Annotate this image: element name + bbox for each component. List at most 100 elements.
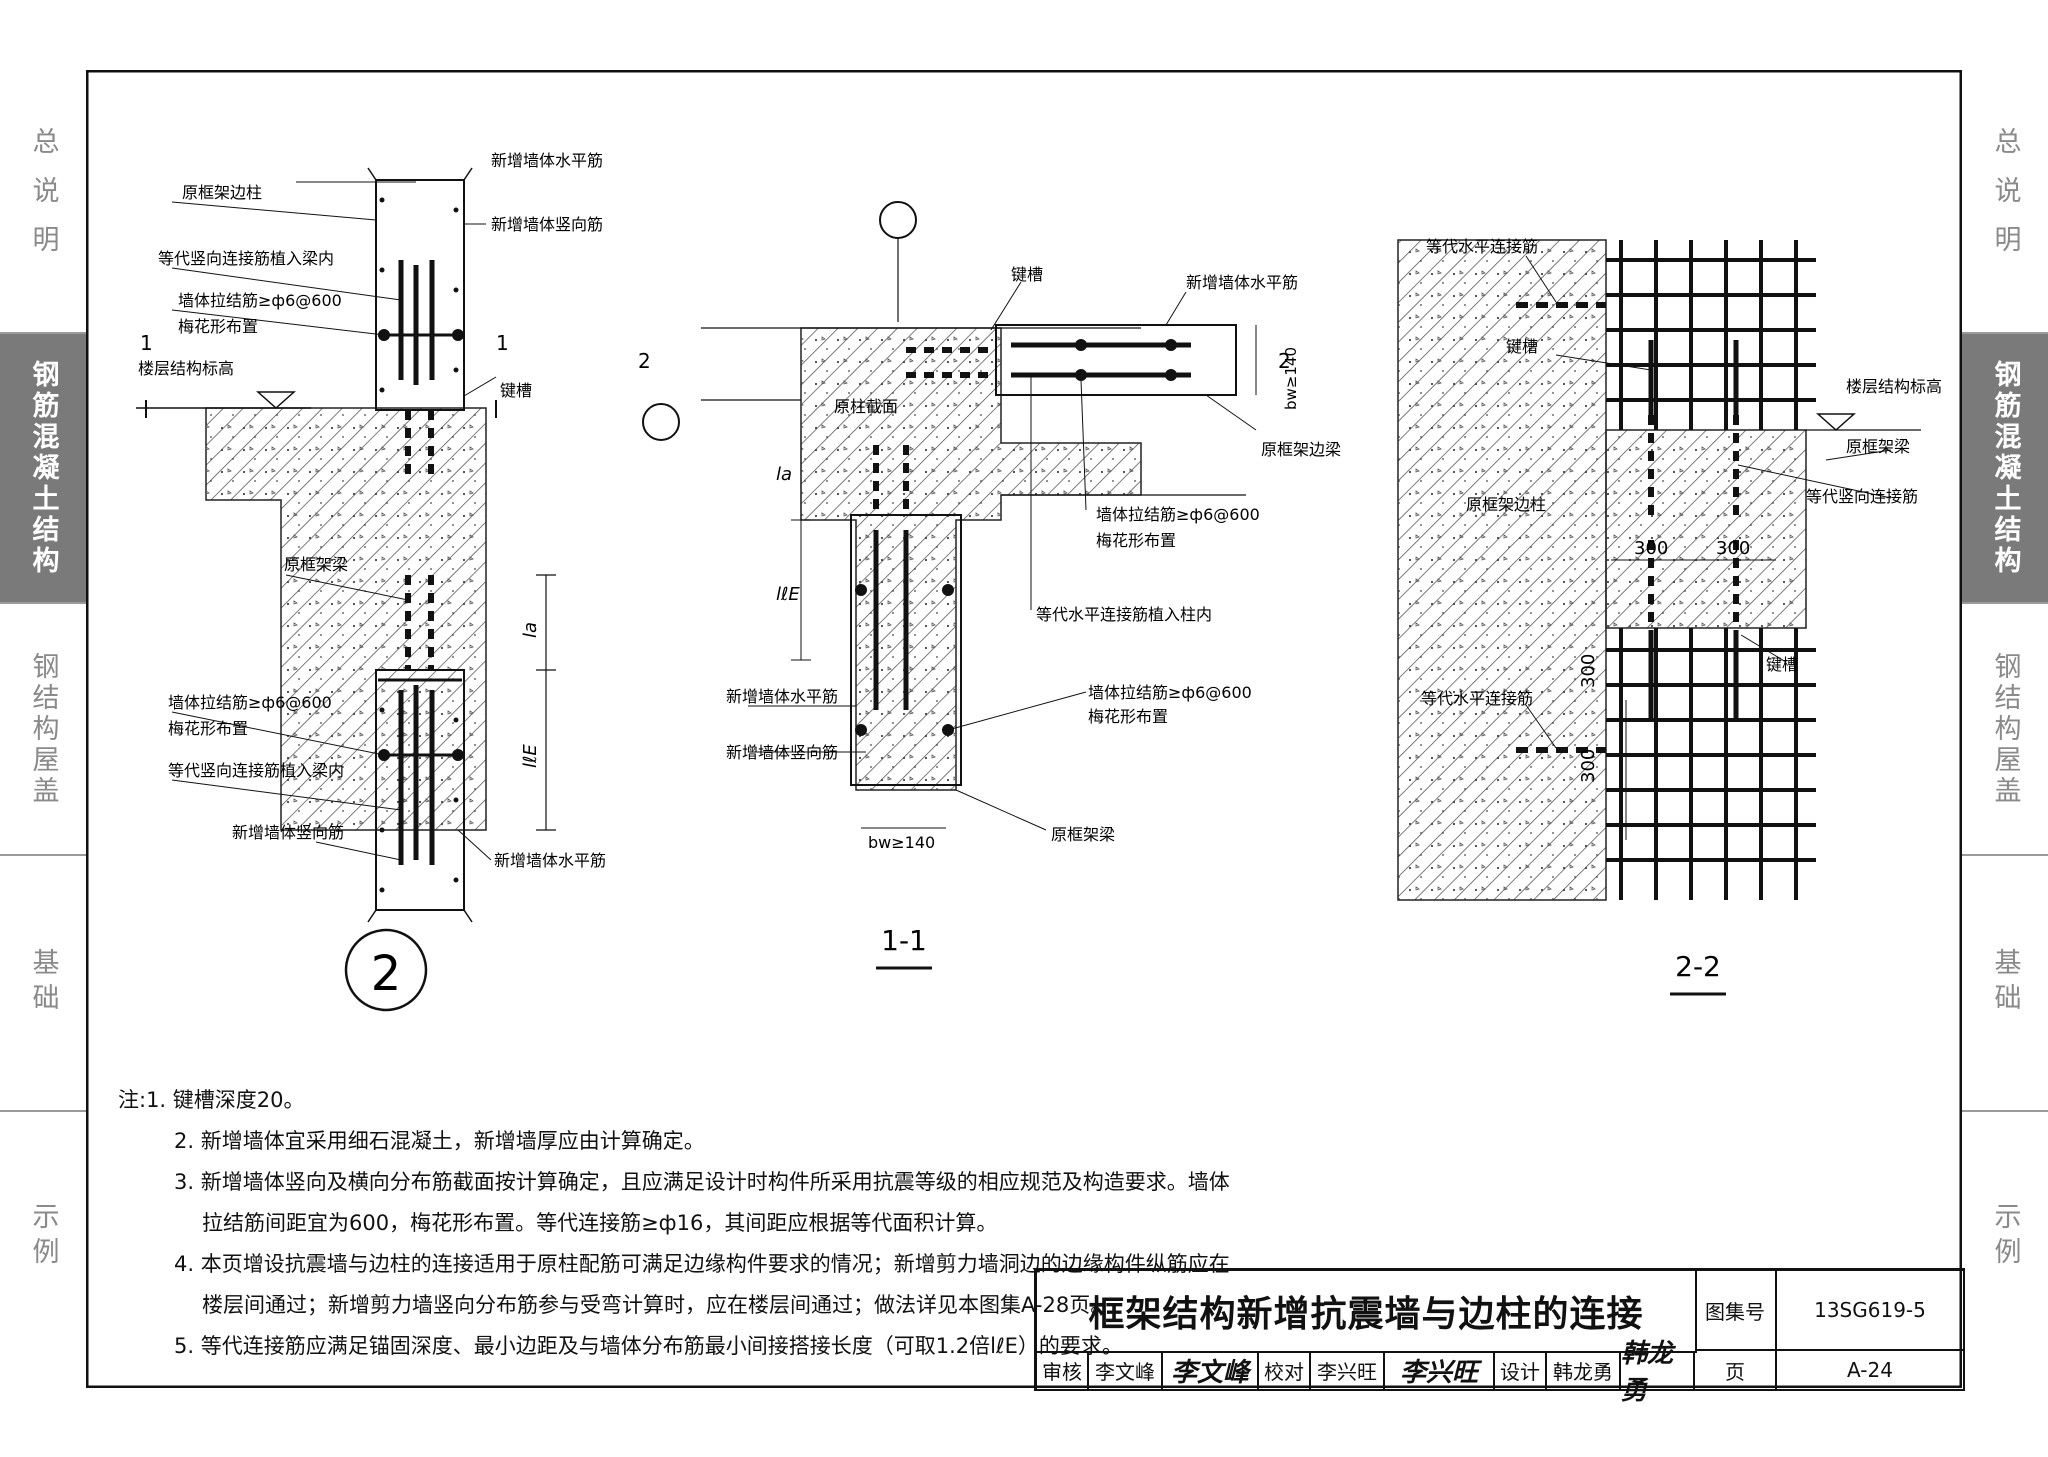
label-keyway-bottom-22: 键槽 — [1766, 655, 1798, 674]
label-tie-bottom: 墙体拉结筋≥ф6@600 — [168, 693, 332, 712]
label-orig-column: 原框架边柱 — [182, 183, 262, 202]
label-lle-11: lℓE — [776, 584, 800, 605]
label-sec-mark-right: 1 — [496, 331, 509, 355]
label-new-vert-top: 新增墙体竖向筋 — [491, 215, 603, 234]
left-side-tabs: 总说明 钢筋混凝土结构 钢结构屋盖 基础 示例 — [0, 70, 86, 1400]
check-label: 校对 — [1259, 1351, 1311, 1391]
note-5: 5. 等代连接筋应满足锚固深度、最小边距及与墙体分布筋最小间接搭接长度（可取1.… — [174, 1334, 1123, 1358]
label-plum2-11: 梅花形布置 — [1088, 707, 1168, 726]
label-orig-column-22: 原框架边柱 — [1466, 495, 1546, 514]
detail-2: 2 新增墙体水平筋 原框架边柱 新增墙体竖向筋 等代竖向连接筋植入梁内 墙体拉结… — [136, 151, 606, 1012]
label-300a: 300 — [1634, 538, 1668, 559]
label-new-vert-left: 新增墙体竖向筋 — [726, 743, 838, 762]
side-tab-steel-r-label: 钢结构屋盖 — [1989, 651, 2021, 807]
side-tab-steel-r[interactable]: 钢结构屋盖 — [1962, 602, 2048, 854]
label-sec-mark-left: 1 — [140, 331, 153, 355]
label-300d: 300 — [1578, 749, 1599, 783]
label-equiv-vert-22: 等代竖向连接筋 — [1806, 487, 1918, 506]
sheet-frame — [86, 70, 1962, 1388]
label-equiv-vert-top: 等代竖向连接筋植入梁内 — [158, 249, 334, 268]
side-tab-general-label: 总说明 — [27, 126, 59, 274]
label-sec-mark-2-left: 2 — [638, 349, 651, 373]
page-number: A-24 — [1777, 1351, 1965, 1391]
label-bw-bottom: bw≥140 — [868, 833, 935, 852]
side-tab-foundation-label: 基础 — [27, 948, 59, 1018]
atlas-number: 13SG619-5 — [1777, 1271, 1965, 1351]
note-3: 3. 新增墙体竖向及横向分布筋截面按计算确定，且应满足设计时构件所采用抗震等级的… — [174, 1170, 1230, 1194]
designer-name: 韩龙勇 — [1547, 1351, 1621, 1391]
title-block: 框架结构新增抗震墙与边柱的连接 图集号 13SG619-5 审核 李文峰 李文峰… — [1034, 1268, 1965, 1406]
label-la: la — [520, 622, 541, 638]
label-plum-top: 梅花形布置 — [178, 317, 258, 336]
label-plum-11: 梅花形布置 — [1096, 531, 1176, 550]
label-equiv-horiz-top-22: 等代水平连接筋 — [1426, 237, 1538, 256]
section-2-2: 等代水平连接筋 键槽 楼层结构标高 原框架梁 原框架边柱 等代竖向连接筋 300… — [1397, 237, 1942, 996]
side-tab-example-r[interactable]: 示例 — [1962, 1110, 2048, 1362]
checker-name: 李兴旺 — [1311, 1351, 1385, 1391]
label-orig-beam-22: 原框架梁 — [1846, 437, 1910, 456]
label-equiv-horiz: 等代水平连接筋植入柱内 — [1036, 605, 1212, 624]
note-4: 4. 本页增设抗震墙与边柱的连接适用于原柱配筋可满足边缘构件要求的情况；新增剪力… — [174, 1252, 1230, 1276]
note-3b: 拉结筋间距宜为600，梅花形布置。等代连接筋≥ф16，其间距应根据等代面积计算。 — [202, 1211, 998, 1235]
label-equiv-horiz-bottom-22: 等代水平连接筋 — [1421, 689, 1533, 708]
checker-signature: 李兴旺 — [1385, 1351, 1495, 1391]
side-tab-example[interactable]: 示例 — [0, 1110, 86, 1362]
label-new-horiz-left: 新增墙体水平筋 — [726, 687, 838, 706]
side-tab-example-label: 示例 — [27, 1202, 59, 1272]
notes: 注:1. 键槽深度20。 2. 新增墙体宜采用细石混凝土，新增墙厚应由计算确定。… — [118, 1080, 1230, 1367]
label-new-horiz-top-11: 新增墙体水平筋 — [1186, 273, 1298, 292]
label-orig-col-section: 原柱截面 — [834, 397, 898, 416]
review-label: 审核 — [1037, 1351, 1089, 1391]
label-tie-11: 墙体拉结筋≥ф6@600 — [1096, 505, 1260, 524]
side-tab-rc-label: 钢筋混凝土结构 — [27, 359, 59, 577]
section-1-1: 键槽 新增墙体水平筋 2 2 原柱截面 la lℓE bw≥140 原框架边梁 … — [638, 201, 1341, 970]
label-keyway-top-22: 键槽 — [1506, 337, 1538, 356]
right-side-tabs: 总说明 钢筋混凝土结构 钢结构屋盖 基础 示例 — [1962, 70, 2048, 1400]
side-tab-rc[interactable]: 钢筋混凝土结构 — [0, 332, 86, 602]
label-orig-beam: 原框架梁 — [284, 555, 348, 574]
construction-drawing: 2 新增墙体水平筋 原框架边柱 新增墙体竖向筋 等代竖向连接筋植入梁内 墙体拉结… — [86, 70, 1962, 1388]
side-tab-general-r[interactable]: 总说明 — [1962, 70, 2048, 330]
side-tab-rc-r[interactable]: 钢筋混凝土结构 — [1962, 332, 2048, 602]
label-floor-level-22: 楼层结构标高 — [1846, 377, 1942, 396]
side-tab-general[interactable]: 总说明 — [0, 70, 86, 330]
label-lle: lℓE — [520, 744, 541, 768]
label-la-11: la — [776, 464, 792, 485]
side-tab-steel[interactable]: 钢结构屋盖 — [0, 602, 86, 854]
side-tab-foundation[interactable]: 基础 — [0, 854, 86, 1110]
label-tie-top: 墙体拉结筋≥ф6@600 — [178, 291, 342, 310]
side-tab-steel-label: 钢结构屋盖 — [27, 651, 59, 807]
label-new-vert-bottom: 新增墙体竖向筋 — [232, 823, 344, 842]
designer-signature: 韩龙勇 — [1621, 1339, 1695, 1406]
note-1: 注:1. 键槽深度20。 — [118, 1088, 305, 1112]
label-300b: 300 — [1716, 538, 1750, 559]
label-orig-edge-beam: 原框架边梁 — [1261, 440, 1341, 459]
atlas-label: 图集号 — [1695, 1271, 1777, 1351]
label-bw-right: bw≥140 — [1282, 347, 1300, 410]
label-orig-beam-11: 原框架梁 — [1051, 825, 1115, 844]
detail-2-id: 2 — [371, 946, 402, 1002]
label-keyway: 键槽 — [500, 381, 532, 400]
label-sec-mark-2-right: 2 — [1278, 349, 1291, 373]
note-2: 2. 新增墙体宜采用细石混凝土，新增墙厚应由计算确定。 — [174, 1129, 705, 1153]
side-tab-general-r-label: 总说明 — [1989, 126, 2021, 274]
section-2-2-title: 2-2 — [1675, 950, 1721, 983]
label-keyway-11: 键槽 — [1011, 265, 1043, 284]
reviewer-name: 李文峰 — [1089, 1351, 1163, 1391]
side-tab-foundation-r-label: 基础 — [1989, 948, 2021, 1018]
label-tie2-11: 墙体拉结筋≥ф6@600 — [1088, 683, 1252, 702]
label-equiv-vert-bottom: 等代竖向连接筋植入梁内 — [168, 761, 344, 780]
side-tab-foundation-r[interactable]: 基础 — [1962, 854, 2048, 1110]
label-plum-bottom: 梅花形布置 — [168, 719, 248, 738]
section-1-1-title: 1-1 — [881, 924, 927, 957]
label-floor-level: 楼层结构标高 — [138, 359, 234, 378]
side-tab-rc-r-label: 钢筋混凝土结构 — [1989, 359, 2021, 577]
label-300c: 300 — [1578, 654, 1599, 688]
drawing-title: 框架结构新增抗震墙与边柱的连接 — [1037, 1271, 1697, 1353]
reviewer-signature: 李文峰 — [1163, 1351, 1259, 1391]
label-new-horiz-bottom: 新增墙体水平筋 — [494, 851, 606, 870]
design-label: 设计 — [1495, 1351, 1547, 1391]
page-label: 页 — [1695, 1351, 1777, 1391]
note-4b: 楼层间通过；新增剪力墙竖向分布筋参与受弯计算时，应在楼层间通过；做法详见本图集A… — [202, 1293, 1112, 1317]
label-new-horiz-top: 新增墙体水平筋 — [491, 151, 603, 170]
